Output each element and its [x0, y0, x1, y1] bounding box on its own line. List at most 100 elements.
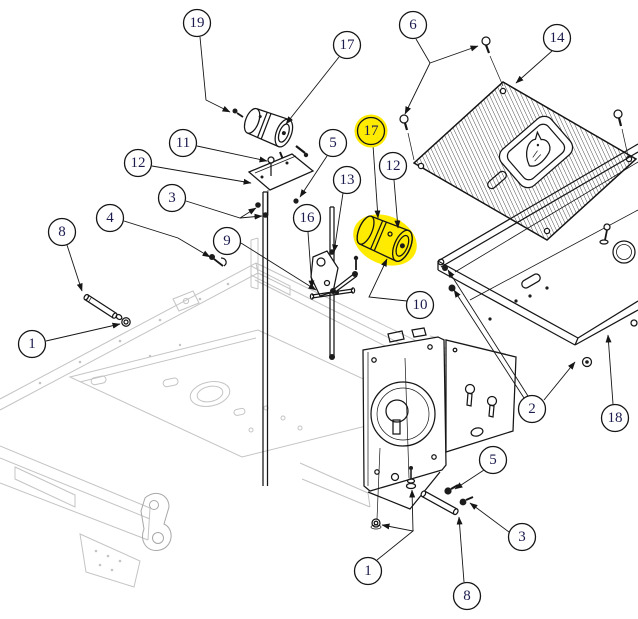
callout-number: 13 [340, 172, 355, 188]
callout-3-20[interactable]: 3 [469, 502, 537, 552]
callout-number: 12 [386, 158, 401, 174]
callout-balloon[interactable] [452, 581, 482, 611]
callout-1-16[interactable]: 1 [17, 322, 121, 359]
callout-4-13[interactable]: 4 [95, 203, 211, 258]
leader-line [285, 56, 340, 125]
callout-number: 14 [550, 30, 566, 46]
callout-number: 12 [131, 155, 146, 171]
mat-logo [498, 115, 574, 189]
leader-line [605, 334, 614, 405]
callout-balloon[interactable] [47, 217, 77, 247]
callout-balloon[interactable] [212, 226, 242, 256]
callout-8-22[interactable]: 8 [452, 516, 482, 611]
callout-5-19[interactable]: 5 [454, 445, 508, 490]
suspension-bracket [362, 327, 517, 510]
leader-line [151, 165, 252, 185]
callout-number: 5 [329, 135, 337, 151]
mat-screws [399, 36, 629, 161]
leader-line [123, 220, 211, 258]
callout-17-1[interactable]: 17 [285, 30, 362, 125]
callout-9-12[interactable]: 9 [212, 226, 317, 291]
front-swing-bracket [140, 492, 172, 551]
callout-number: 1 [364, 563, 372, 579]
leader-line [332, 192, 344, 253]
callout-16-11[interactable]: 16 [292, 203, 322, 289]
callout-number: 19 [190, 15, 205, 31]
callout-18-18[interactable]: 18 [600, 334, 630, 433]
callout-balloon[interactable] [398, 10, 428, 40]
leader-line [447, 269, 529, 397]
callout-2-17[interactable]: 2 [447, 269, 576, 424]
callout-balloon[interactable] [332, 30, 362, 60]
callout-12-9[interactable]: 12 [378, 151, 408, 229]
leader-line [66, 244, 83, 292]
leader-line [376, 523, 415, 561]
callout-balloon[interactable] [405, 290, 435, 320]
callout-number: 8 [463, 588, 471, 604]
mount-plate [247, 153, 315, 215]
callout-balloon[interactable] [378, 151, 408, 181]
leader-line [393, 179, 401, 229]
callout-balloon[interactable] [600, 403, 630, 433]
callout-balloon[interactable] [17, 329, 47, 359]
callout-19-0[interactable]: 19 [182, 8, 231, 113]
callout-number: 10 [413, 297, 428, 313]
callout-14-3[interactable]: 14 [515, 23, 572, 84]
leader-line [543, 361, 576, 401]
pivot-clamp [232, 107, 309, 163]
leader-line [454, 469, 485, 490]
callout-number: 9 [223, 233, 231, 249]
callout-number: 8 [58, 224, 66, 240]
callout-number: 16 [300, 210, 316, 226]
leader-line [515, 50, 553, 84]
leader-line [456, 516, 465, 583]
callout-balloon[interactable] [542, 23, 572, 53]
callout-5-7[interactable]: 5 [299, 128, 348, 198]
callout-number: 17 [364, 123, 380, 139]
callout-10-15[interactable]: 10 [368, 258, 435, 320]
callout-balloon[interactable] [318, 128, 348, 158]
callout-17-8[interactable]: 17 [354, 114, 388, 219]
callout-balloon[interactable] [95, 203, 125, 233]
callout-6-2[interactable]: 6 [398, 10, 479, 115]
left-link-rod [83, 254, 227, 327]
callout-number: 5 [489, 452, 497, 468]
frame-rivets [38, 282, 230, 572]
callout-balloon[interactable] [168, 128, 198, 158]
callout-balloon[interactable] [157, 183, 187, 213]
callout-number: 6 [409, 17, 417, 33]
callout-number: 3 [168, 190, 176, 206]
callout-1-21[interactable]: 1 [353, 489, 416, 586]
callout-balloon[interactable] [123, 148, 153, 178]
callout-balloon[interactable] [182, 8, 212, 38]
callout-balloon[interactable] [292, 203, 322, 233]
highlighted-part-roller[interactable] [345, 205, 425, 275]
leader-line [453, 289, 525, 399]
callout-number: 2 [528, 401, 536, 417]
callout-balloon[interactable] [517, 394, 547, 424]
leader-line [240, 242, 317, 291]
support-pan [437, 143, 638, 368]
leader-line [469, 502, 510, 533]
leader-line [196, 145, 268, 163]
fastener-4 [209, 254, 215, 260]
callout-balloon[interactable] [353, 556, 383, 586]
callout-13-10[interactable]: 13 [332, 165, 362, 253]
callout-11-4[interactable]: 11 [168, 128, 268, 163]
callout-12-5[interactable]: 12 [123, 148, 252, 185]
callout-number: 4 [106, 210, 114, 226]
callout-balloon[interactable] [332, 165, 362, 195]
leader-line [368, 258, 408, 302]
callout-3-6[interactable]: 3 [157, 183, 263, 220]
leader-line [307, 231, 315, 289]
callout-number: 3 [518, 529, 526, 545]
callout-balloon[interactable] [356, 116, 386, 146]
callout-balloon[interactable] [478, 445, 508, 475]
leader-line [415, 38, 479, 64]
callout-8-14[interactable]: 8 [47, 217, 83, 292]
callout-number: 18 [608, 410, 623, 426]
callout-balloon[interactable] [507, 522, 537, 552]
